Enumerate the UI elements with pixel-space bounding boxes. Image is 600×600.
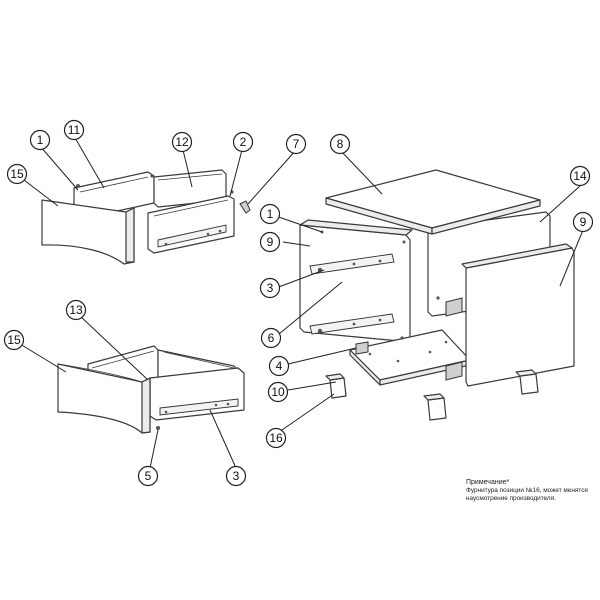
svg-text:16: 16 [269,431,283,445]
callout-15a: 15 [6,163,28,185]
svg-text:8: 8 [337,137,344,151]
callout-5: 5 [137,465,159,487]
svg-text:14: 14 [573,169,587,183]
svg-text:15: 15 [7,333,21,347]
callout-13: 13 [65,299,87,321]
svg-text:12: 12 [175,135,189,149]
screw-part [239,200,251,214]
cabinet-rail-upper [309,253,395,275]
drawer-rail [159,398,239,416]
svg-text:13: 13 [69,303,83,317]
callout-8: 8 [329,133,351,155]
svg-text:2: 2 [240,135,247,149]
callout-6: 6 [260,327,282,349]
note-line-1-suffix: может менятся [543,487,588,494]
cabinet-side-panel-right [465,247,575,387]
note-line-1: Фурнитура позиции №16, может менятся [466,487,596,495]
svg-text:5: 5 [145,469,152,483]
svg-text:1: 1 [267,207,274,221]
leader-lines [19,135,584,469]
top-drawer-assembly [41,169,251,265]
cabinet-feet [325,369,539,421]
svg-text:11: 11 [68,123,81,137]
cabinet-bracket [445,361,463,381]
callout-15b: 15 [3,329,25,351]
callout-12: 12 [171,131,193,153]
svg-text:6: 6 [268,331,275,345]
callout-2: 2 [232,131,254,153]
svg-text:7: 7 [293,137,300,151]
callout-10: 10 [267,381,289,403]
svg-text:3: 3 [267,281,274,295]
manufacturer-note: Примечание* Фурнитура позиции №16, может… [466,479,596,503]
callout-16: 16 [265,427,287,449]
bottom-drawer-assembly [57,345,245,434]
callout-14: 14 [569,165,591,187]
svg-text:3: 3 [233,469,240,483]
svg-text:9: 9 [267,235,274,249]
cabinet-rail-lower [309,313,395,335]
callout-1b: 1 [259,203,281,225]
note-line-2: наусмотрение производителя. [466,495,556,502]
callout-1a: 1 [29,129,51,151]
cabinet-foot [519,373,539,395]
callout-4: 4 [268,355,290,377]
note-line-1-highlight: №16, [525,487,542,494]
connector-bracket [355,341,369,355]
svg-text:1: 1 [37,133,44,147]
callout-3a: 3 [259,277,281,299]
svg-text:10: 10 [271,385,285,399]
svg-text:9: 9 [580,215,587,229]
drawer-rail [157,224,227,248]
svg-text:15: 15 [10,167,24,181]
callout-3b: 3 [225,465,247,487]
cabinet-assembly [299,169,575,421]
note-line-1-prefix: Фурнитура позиции [466,487,524,494]
callout-11: 11 [63,119,85,141]
callout-7: 7 [285,133,307,155]
callout-9b: 9 [259,231,281,253]
callout-9a: 9 [572,211,594,233]
svg-text:4: 4 [276,359,283,373]
note-title: Примечание* [466,479,510,486]
cabinet-foot [427,397,447,421]
cabinet-bracket [445,297,463,317]
